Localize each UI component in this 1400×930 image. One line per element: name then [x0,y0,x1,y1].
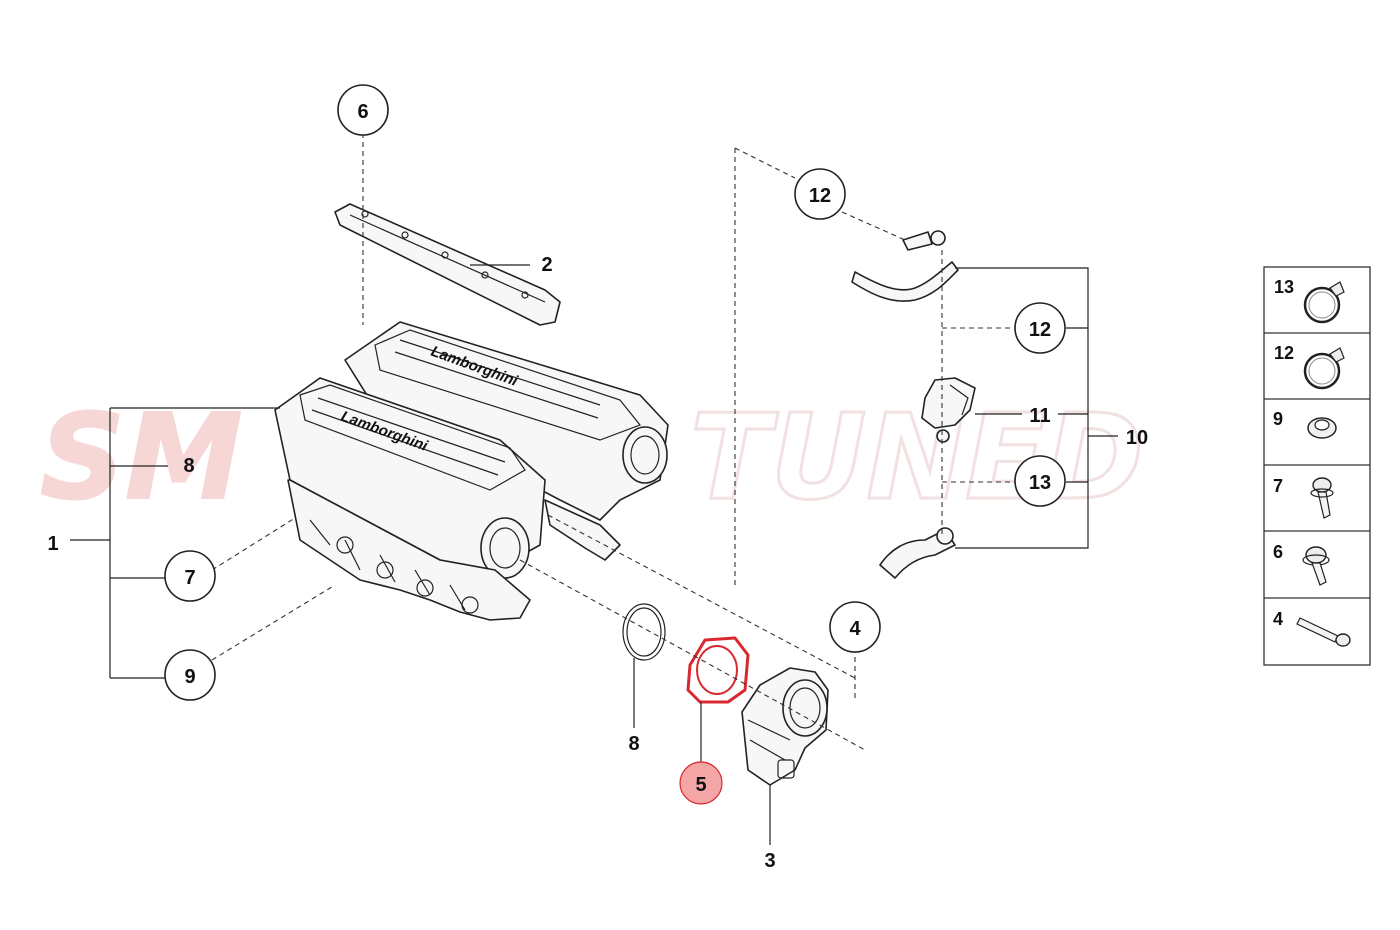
leader-lines [70,133,1118,845]
callout-7[interactable]: 7 [164,550,216,602]
callout-13[interactable]: 13 [1014,455,1066,507]
callout-9[interactable]: 9 [164,649,216,701]
legend-num-13: 13 [1274,277,1294,297]
legend-num-6: 6 [1273,542,1283,562]
watermark: SM TUNED [39,387,1145,528]
callout-9-text: 9 [184,666,195,688]
throttle-body[interactable] [741,667,829,786]
label-8-bracket: 8 [183,455,194,477]
label-2: 2 [541,254,552,276]
small-parts-legend: 13 12 9 7 [1263,266,1371,666]
legend-num-9: 9 [1273,409,1283,429]
label-3: 3 [764,850,775,872]
callout-6[interactable]: 6 [337,84,389,136]
legend-row-4[interactable]: 4 [1273,609,1351,647]
callout-4-text: 4 [849,618,861,640]
hose-clamp-icon [1303,281,1345,324]
hose-assembly[interactable] [851,230,976,579]
callout-5-text: 5 [695,774,706,796]
callout-12-mid-text: 12 [1029,319,1051,341]
callout-5-highlighted[interactable]: 5 [679,761,723,805]
legend-row-6[interactable]: 6 [1273,542,1330,586]
callout-5-circle [679,761,723,805]
legend-row-13[interactable]: 13 [1274,277,1345,324]
label-1: 1 [47,533,58,555]
watermark-left-text: SM [40,388,242,526]
callout-6-text: 6 [357,101,368,123]
legend-num-7: 7 [1273,476,1283,496]
gasket-highlighted[interactable] [686,636,750,704]
flange-screw-icon [1302,546,1330,586]
legend-row-12[interactable]: 12 [1274,343,1345,390]
callout-7-text: 7 [184,567,195,589]
legend-num-12: 12 [1274,343,1294,363]
gasket-outline [686,636,750,704]
callout-4[interactable]: 4 [829,601,881,653]
cover-strip[interactable] [334,203,561,326]
label-8-ring: 8 [628,733,639,755]
bolt-icon [1296,617,1351,647]
watermark-right-text: TUNED [690,388,1144,526]
legend-row-7[interactable]: 7 [1273,476,1334,519]
callout-13-text: 13 [1029,472,1051,494]
legend-num-4: 4 [1273,609,1283,629]
label-11: 11 [1029,405,1050,427]
screw-washer-icon [1310,477,1334,519]
intake-manifold[interactable]: Lamborghini Lamborghini [274,321,669,621]
callout-12-mid[interactable]: 12 [1014,302,1066,354]
grommet-icon [1307,417,1337,439]
label-10: 10 [1126,427,1148,449]
hose-clamp-icon [1303,347,1345,390]
sealing-ring[interactable] [622,603,666,661]
legend-row-9[interactable]: 9 [1273,409,1337,439]
callout-12-top[interactable]: 12 [794,168,846,220]
callout-12-top-text: 12 [809,185,831,207]
